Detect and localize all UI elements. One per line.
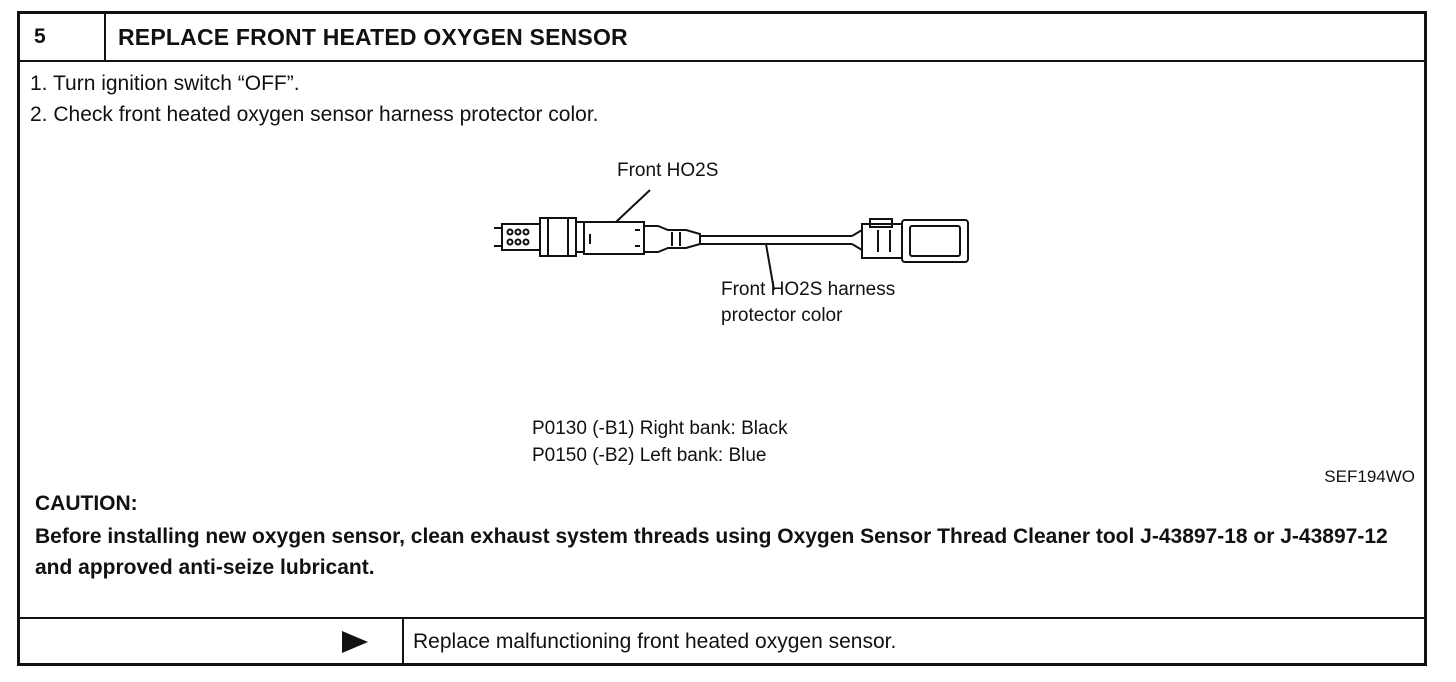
sensor-body [583,221,645,255]
step-number: 5 [20,14,106,60]
sensor-hex [539,217,577,257]
instruction-2: 2. Check front heated oxygen sensor harn… [30,103,599,126]
connector-neck [851,228,863,252]
sensor-diagram [490,164,990,299]
procedure-box: 5 REPLACE FRONT HEATED OXYGEN SENSOR 1. … [17,11,1427,666]
step-header: 5 REPLACE FRONT HEATED OXYGEN SENSOR [20,14,1424,62]
step-title: REPLACE FRONT HEATED OXYGEN SENSOR [118,24,628,50]
figure-id: SEF194WO [1324,467,1415,486]
right-triangle-icon [342,631,368,653]
caution-title: CAUTION: [35,492,138,515]
label-harness-line1: Front HO2S harness [721,279,896,300]
label-front-ho2s: Front HO2S [617,160,719,181]
caution-text: Before installing new oxygen sensor, cle… [35,525,1388,579]
code-right-bank: P0130 (-B1) Right bank: Black [532,418,788,439]
connector-housing [861,223,903,259]
result-row: Replace malfunctioning front heated oxyg… [20,617,1424,665]
result-action-text: Replace malfunctioning front heated oxyg… [413,630,897,653]
label-harness-line2: protector color [721,305,843,326]
connector-clip [901,219,969,263]
ho2s-illustration [494,189,969,291]
instruction-1: 1. Turn ignition switch “OFF”. [30,72,300,95]
code-left-bank: P0150 (-B2) Left bank: Blue [532,445,767,466]
arrow-cell [20,619,404,665]
sensor-tip [501,223,541,251]
